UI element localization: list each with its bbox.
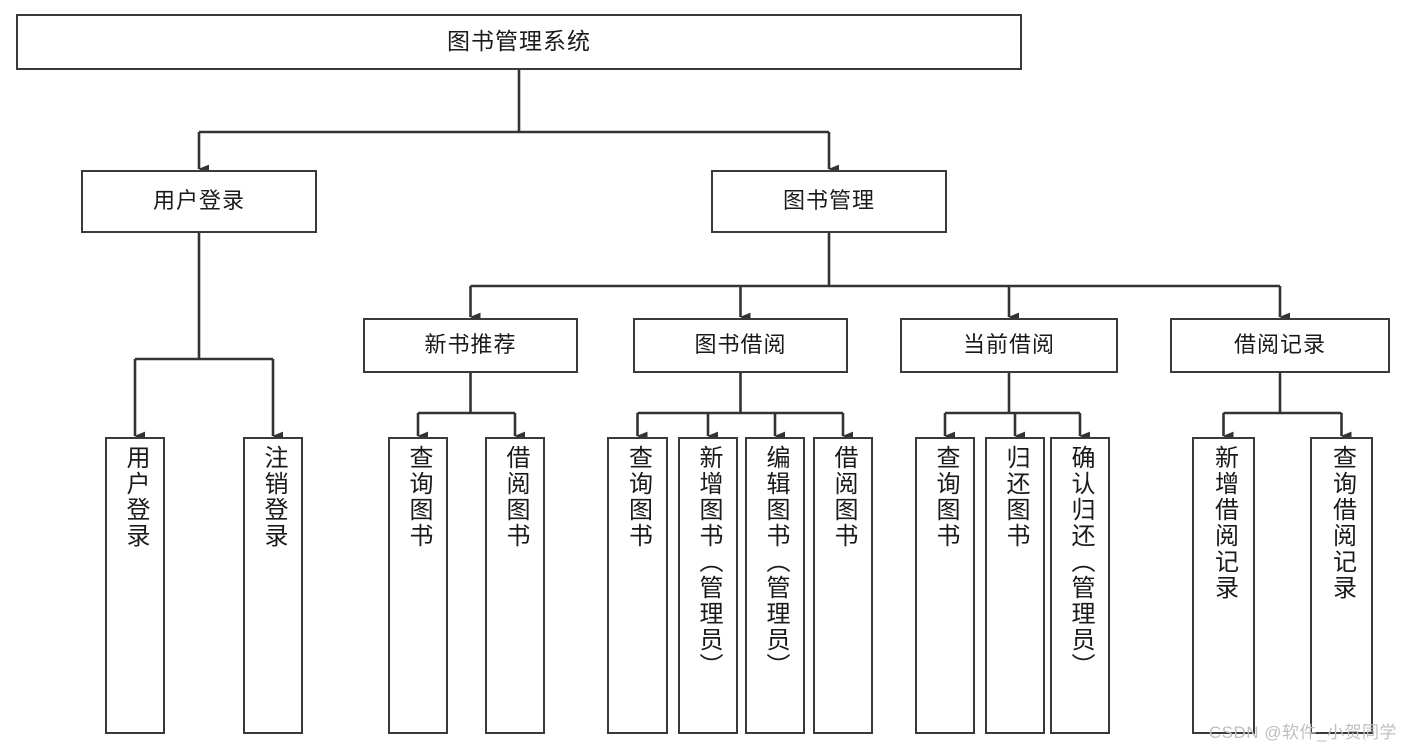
node-label: 图书借阅 [694,332,787,358]
node-label: 借阅图书 [502,445,529,549]
node-leaf4[interactable]: 借阅图书 [485,437,545,734]
node-label: 确认归还（管理员） [1067,445,1094,679]
node-leaf8[interactable]: 借阅图书 [813,437,873,734]
node-label: 查询图书 [624,445,652,549]
node-label: 图书管理系统 [447,28,591,55]
node-label: 查询图书 [932,445,959,549]
node-label: 注销登录 [260,445,287,549]
node-leaf9[interactable]: 查询图书 [915,437,975,734]
node-leaf7[interactable]: 编辑图书（管理员） [745,437,805,734]
node-leaf1[interactable]: 用户登录 [105,437,165,734]
node-borrow[interactable]: 图书借阅 [633,318,848,373]
node-label: 新增借阅记录 [1210,445,1238,601]
node-label: 图书管理 [782,188,875,214]
node-label: 查询图书 [405,445,432,549]
node-label: 查询借阅记录 [1328,445,1356,601]
node-leaf13[interactable]: 查询借阅记录 [1310,437,1373,734]
csdn-watermark: CSDN @软件_小贺同学 [1208,723,1397,742]
node-label: 编辑图书（管理员） [762,445,789,679]
node-label: 新书推荐 [424,332,517,358]
node-leaf12[interactable]: 新增借阅记录 [1192,437,1255,734]
node-login[interactable]: 用户登录 [81,170,317,233]
node-newbook[interactable]: 新书推荐 [363,318,578,373]
node-label: 用户登录 [152,188,245,214]
node-record[interactable]: 借阅记录 [1170,318,1390,373]
node-leaf6[interactable]: 新增图书（管理员） [678,437,738,734]
node-label: 借阅记录 [1233,332,1326,358]
node-bookmgmt[interactable]: 图书管理 [711,170,947,233]
node-label: 用户登录 [122,445,149,549]
node-leaf10[interactable]: 归还图书 [985,437,1045,734]
node-label: 借阅图书 [830,445,857,549]
node-current[interactable]: 当前借阅 [900,318,1118,373]
node-leaf2[interactable]: 注销登录 [243,437,303,734]
node-root[interactable]: 图书管理系统 [16,14,1022,70]
node-leaf11[interactable]: 确认归还（管理员） [1050,437,1110,734]
node-leaf3[interactable]: 查询图书 [388,437,448,734]
node-label: 归还图书 [1002,445,1029,549]
node-label: 新增图书（管理员） [695,445,722,679]
node-leaf5[interactable]: 查询图书 [607,437,668,734]
node-label: 当前借阅 [962,332,1055,358]
